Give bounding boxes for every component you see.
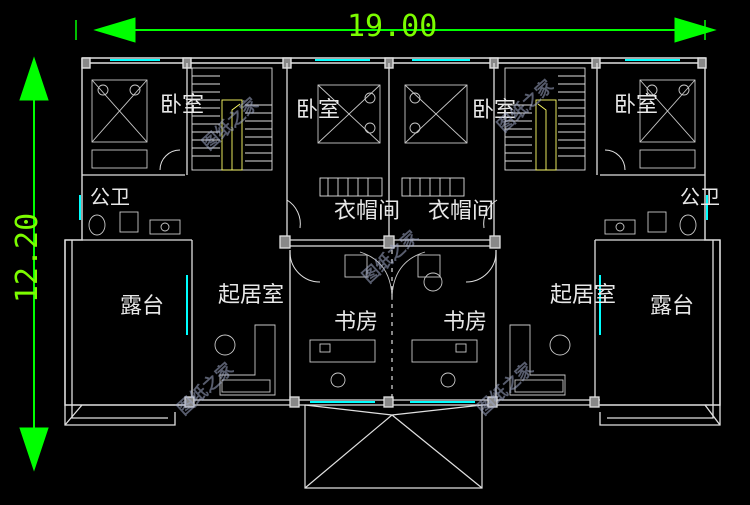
room-label-study-right: 书房: [443, 310, 488, 335]
entrance-canopy: [304, 404, 483, 489]
bed-2: [317, 84, 381, 144]
room-label-terrace-left: 露台: [120, 294, 165, 319]
desk-right: [411, 339, 478, 388]
windows: [79, 59, 708, 403]
bath-right-fixtures: [604, 211, 697, 236]
sofa-right: [509, 324, 571, 396]
desk-left: [309, 339, 376, 388]
room-label-living-left: 起居室: [218, 283, 285, 308]
room-label-living-right: 起居室: [550, 283, 617, 308]
sofa-left: [214, 324, 276, 396]
room-label-closet-right: 衣帽间: [428, 199, 495, 224]
stair-right: [504, 67, 586, 171]
room-label-bath-left: 公卫: [90, 185, 130, 209]
wardrobe-right: [401, 177, 465, 197]
bath-left-fixtures: [88, 211, 181, 236]
bottom-arrowhead: [19, 427, 49, 472]
bed-1: [91, 79, 148, 169]
right-arrowhead: [674, 17, 717, 43]
top-arrowhead: [19, 56, 49, 101]
room-label-closet-left: 衣帽间: [334, 199, 401, 224]
room-label-bedroom-2: 卧室: [296, 98, 341, 123]
width-dimension-label: 19.00: [347, 9, 438, 44]
terrace-left-outline: [64, 240, 176, 426]
terrace-right-outline: [599, 240, 721, 426]
room-label-bedroom-3: 卧室: [472, 98, 517, 123]
side-dimension: [19, 56, 49, 472]
room-label-terrace-right: 露台: [650, 294, 695, 319]
top-dimension: [75, 17, 717, 43]
wardrobe-left: [319, 177, 383, 197]
room-label-bath-right: 公卫: [680, 185, 720, 209]
door-swings: [159, 149, 626, 283]
bed-3: [404, 84, 468, 144]
room-label-study-left: 书房: [334, 310, 379, 335]
central-landing: [344, 251, 443, 301]
left-arrowhead: [93, 17, 136, 43]
height-dimension-label: 12.20: [10, 212, 46, 304]
room-label-bedroom-1: 卧室: [160, 93, 205, 118]
interior-walls: [82, 63, 705, 408]
stair-left: [191, 67, 273, 171]
bed-4: [639, 79, 696, 169]
room-label-bedroom-4: 卧室: [614, 93, 659, 118]
